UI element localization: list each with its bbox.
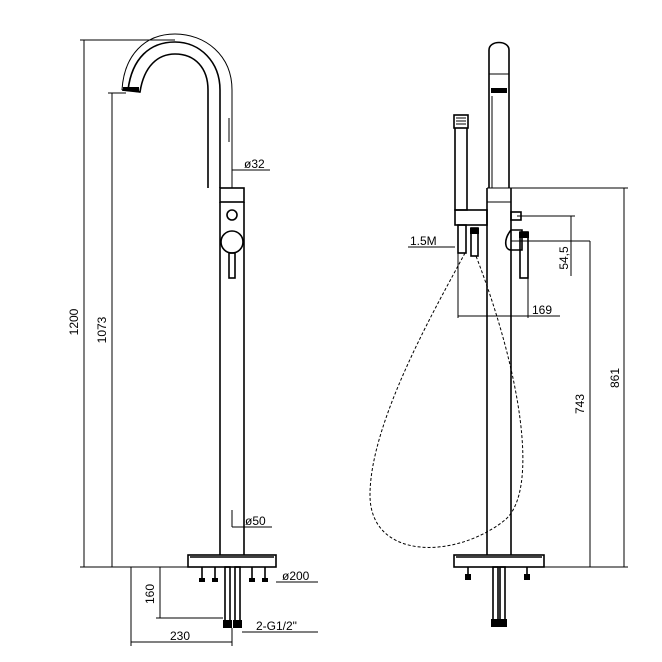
dim-230-label: 230 (170, 629, 190, 643)
side-spout (488, 41, 510, 188)
shower-hose (369, 252, 524, 548)
dim-diameter-top: ø32 (244, 157, 265, 171)
dim-743-label: 743 (573, 394, 587, 414)
dim-diameter-body: ø50 (245, 514, 266, 528)
inlet-pipes (223, 566, 242, 628)
dim-inlet-thread: 2-G1/2" (256, 619, 297, 633)
hand-shower (453, 114, 469, 211)
mounting-studs (199, 567, 268, 582)
dim-160-label: 160 (143, 584, 157, 604)
mixer-body-top (219, 187, 245, 203)
shower-holder (454, 209, 488, 226)
dim-hose-length: 1.5M (410, 234, 437, 248)
dim-1200-label: 1200 (67, 308, 81, 335)
dim-861-label: 861 (608, 368, 622, 388)
dim-1073-label: 1073 (95, 316, 109, 343)
side-view: 1.5M 54,5 169 743 861 (369, 41, 628, 627)
spout-outer-curve (127, 41, 221, 188)
side-inlet-pipes (491, 566, 507, 627)
side-base-plate (453, 554, 545, 568)
mixer-handle-lever (228, 252, 236, 279)
side-mounting-studs (465, 567, 530, 580)
diverter-knob (226, 209, 238, 221)
dim-169-label: 169 (532, 303, 552, 317)
dim-54-5-label: 54,5 (557, 246, 571, 270)
spout-aerator (123, 87, 139, 91)
dim-diameter-base: ø200 (282, 569, 310, 583)
mixer-handle-hub (220, 230, 244, 254)
spout-inner-curve (121, 33, 233, 188)
base-plate (187, 554, 277, 568)
front-view: 1200 1073 ø32 ø50 ø200 160 230 2-G1/2" (67, 33, 318, 646)
